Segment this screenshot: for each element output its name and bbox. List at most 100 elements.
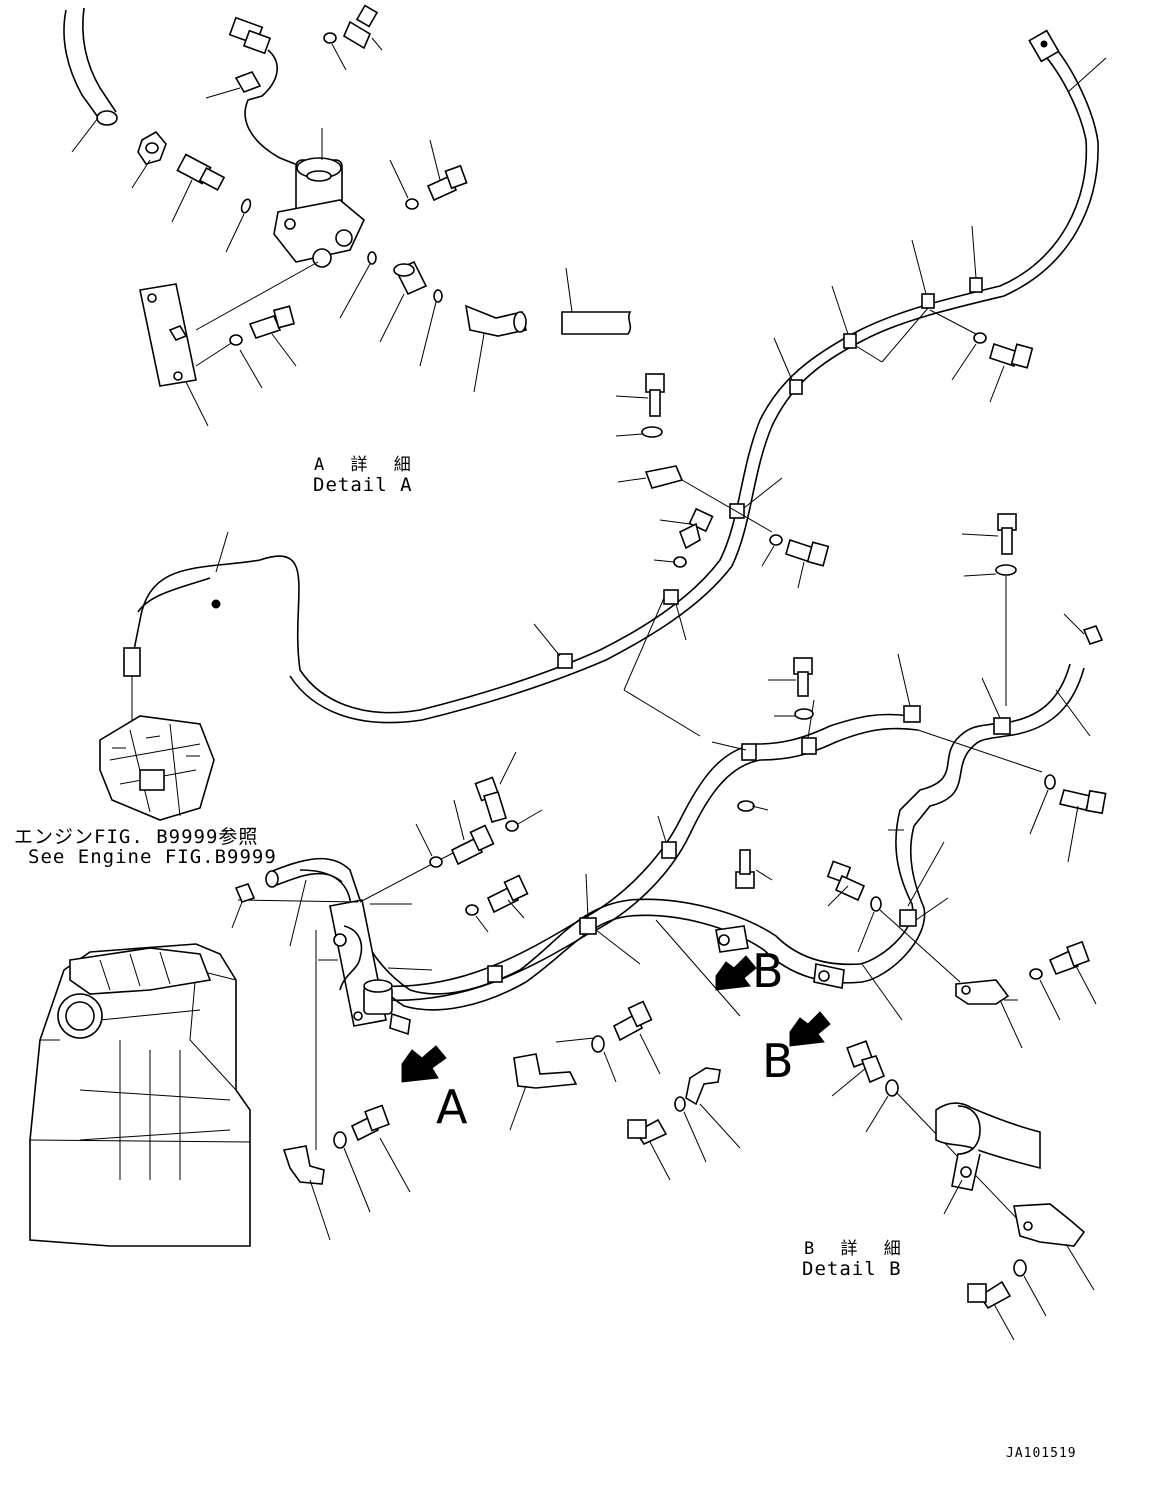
bolt: [967, 1280, 1012, 1310]
bracket: [282, 1145, 325, 1185]
bolt: [645, 373, 665, 417]
bolt: [342, 4, 379, 50]
bolt: [826, 860, 866, 902]
bracket-clip: [644, 465, 684, 489]
bolt: [627, 1118, 668, 1146]
washer: [429, 856, 443, 868]
view-label-b-upper: B: [752, 944, 784, 998]
view-label-b-lower: B: [762, 1034, 794, 1088]
nut-fitting: [393, 260, 428, 296]
washer: [405, 198, 419, 210]
washer: [973, 332, 987, 344]
nut: [234, 883, 256, 903]
bolt: [735, 849, 755, 889]
harness-clip: [903, 705, 921, 723]
bolt: [350, 1104, 390, 1142]
washer: [769, 534, 783, 546]
connector-plug: [123, 599, 221, 677]
washer: [641, 426, 663, 438]
bracket: [513, 1053, 578, 1089]
bolt: [997, 513, 1017, 555]
washer: [674, 1096, 686, 1112]
hose-segment-cut: [561, 311, 632, 335]
harness-clip: [801, 737, 817, 755]
detail-b-caption-jp: B 詳 細: [804, 1239, 909, 1259]
connector-plug: [1028, 29, 1060, 63]
o-ring: [433, 289, 443, 303]
o-ring: [367, 251, 377, 265]
detail-a-group: [63, 4, 632, 427]
washer: [1013, 1259, 1027, 1277]
washer: [885, 1079, 899, 1097]
washer: [870, 896, 882, 912]
detail-b-caption-en: Detail B: [802, 1258, 902, 1280]
view-arrow-b-lower: [789, 1011, 831, 1047]
drawing-number: JA101519: [1006, 1446, 1077, 1461]
harness-clip: [741, 743, 757, 761]
harness-clip: [969, 277, 983, 293]
hose-clamp-detail: [935, 1102, 1041, 1191]
washer: [794, 708, 814, 720]
washer: [1044, 774, 1056, 790]
bolt: [450, 824, 495, 866]
bolt: [785, 538, 830, 567]
harness-clip: [579, 917, 597, 935]
washer: [465, 904, 479, 916]
harness-clip: [729, 503, 745, 519]
elbow-fitting: [464, 304, 527, 337]
view-arrow-a: [401, 1045, 447, 1083]
bolt: [426, 164, 468, 202]
harness-clip: [789, 379, 803, 395]
mounting-plate: [139, 283, 197, 387]
washer: [995, 564, 1017, 576]
solenoid-valve: [273, 157, 365, 268]
bolt: [474, 776, 508, 823]
bolt: [678, 507, 714, 550]
bolt: [989, 342, 1034, 369]
harness-clip: [921, 293, 935, 309]
harness-clip: [899, 909, 917, 927]
lower-harness: [265, 653, 1091, 1021]
bolt: [793, 657, 813, 697]
bracket: [685, 1067, 721, 1106]
washer: [323, 32, 337, 44]
hose-clamp: [137, 130, 167, 165]
harness-clip: [487, 965, 503, 983]
bolt: [612, 1000, 653, 1042]
washer: [591, 1035, 605, 1053]
view-arrow-b-upper: [715, 955, 757, 991]
bolt: [1058, 789, 1107, 815]
washer: [673, 556, 687, 568]
bolt: [486, 874, 529, 914]
washer: [1029, 968, 1043, 980]
clamp-b: [813, 963, 845, 989]
hose-segment: [63, 7, 118, 126]
view-label-a: A: [436, 1080, 468, 1134]
washer: [229, 334, 243, 346]
nut: [1082, 625, 1104, 645]
solenoid-valve-lower: [329, 899, 411, 1036]
harness-clip: [661, 841, 677, 859]
bolt: [846, 1040, 886, 1084]
engine-ref-jp: エンジンFIG. B9999参照: [14, 826, 259, 848]
detail-a-caption-jp: A 詳 細: [314, 455, 419, 475]
detail-b-group: [831, 1040, 1095, 1341]
engine-ref-en: See Engine FIG.B9999: [28, 846, 277, 868]
connector-plug: [228, 16, 272, 55]
bracket: [1013, 1203, 1086, 1247]
o-ring: [240, 198, 252, 214]
engine-pump-reference: [99, 531, 229, 821]
transmission-reference: [29, 883, 256, 1247]
washer: [505, 820, 519, 832]
adapter-fitting: [176, 153, 226, 191]
washer: [333, 1131, 347, 1149]
bolt: [248, 305, 296, 339]
clamp-b: [715, 925, 749, 953]
bracket: [955, 979, 1010, 1005]
detail-a-caption-en: Detail A: [313, 474, 413, 496]
harness-clip: [993, 717, 1011, 735]
washer: [737, 800, 755, 812]
harness-clip: [843, 333, 857, 349]
bolt: [1048, 940, 1090, 976]
